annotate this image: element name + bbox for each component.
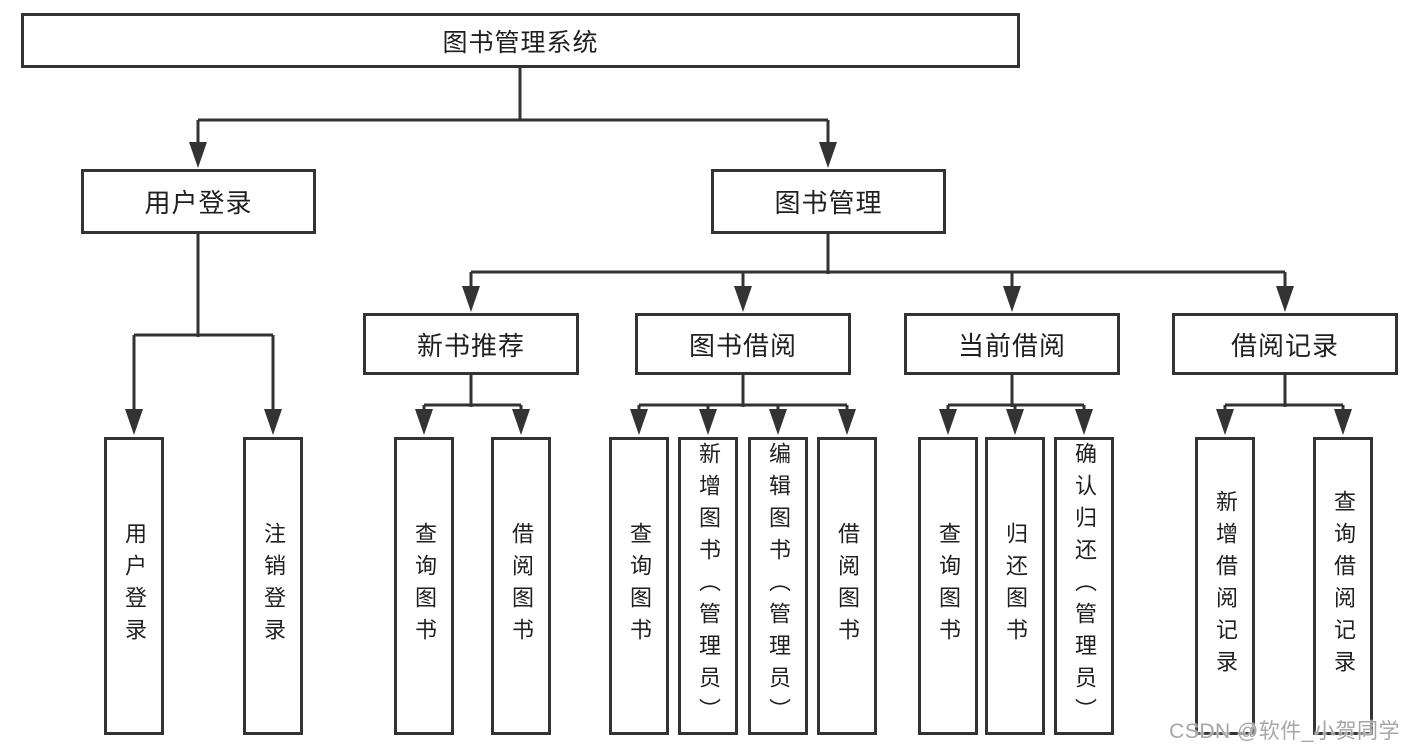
node-user-login: 用户登录 bbox=[81, 169, 316, 234]
arrowheads bbox=[125, 142, 1352, 435]
node-borrowing-records: 借阅记录 bbox=[1172, 313, 1398, 375]
node-book-borrowing: 图书借阅 bbox=[635, 313, 851, 375]
leaf-query-borrow-record: 查询借阅记录 bbox=[1313, 437, 1373, 735]
leaf-borrow-books: 借阅图书 bbox=[817, 437, 877, 735]
node-new-book-recommend: 新书推荐 bbox=[363, 313, 579, 375]
leaf-query-books-current: 查询图书 bbox=[918, 437, 978, 735]
leaf-confirm-return-admin: 确认归还（管理员） bbox=[1054, 437, 1114, 735]
leaf-add-borrow-record: 新增借阅记录 bbox=[1195, 437, 1255, 735]
leaf-query-books-recommend: 查询图书 bbox=[394, 437, 454, 735]
leaf-user-login: 用户登录 bbox=[104, 437, 164, 735]
leaf-add-book-admin: 新增图书（管理员） bbox=[678, 437, 738, 735]
node-current-borrowing: 当前借阅 bbox=[904, 313, 1120, 375]
leaf-logout: 注销登录 bbox=[243, 437, 303, 735]
leaf-query-books-borrow: 查询图书 bbox=[609, 437, 669, 735]
leaf-borrow-books-recommend: 借阅图书 bbox=[491, 437, 551, 735]
leaf-edit-book-admin: 编辑图书（管理员） bbox=[748, 437, 808, 735]
watermark: CSDN @软件_小贺同学 bbox=[1169, 720, 1400, 743]
node-library-management-system: 图书管理系统 bbox=[21, 13, 1020, 68]
leaf-return-book: 归还图书 bbox=[985, 437, 1045, 735]
node-book-management: 图书管理 bbox=[711, 169, 946, 234]
